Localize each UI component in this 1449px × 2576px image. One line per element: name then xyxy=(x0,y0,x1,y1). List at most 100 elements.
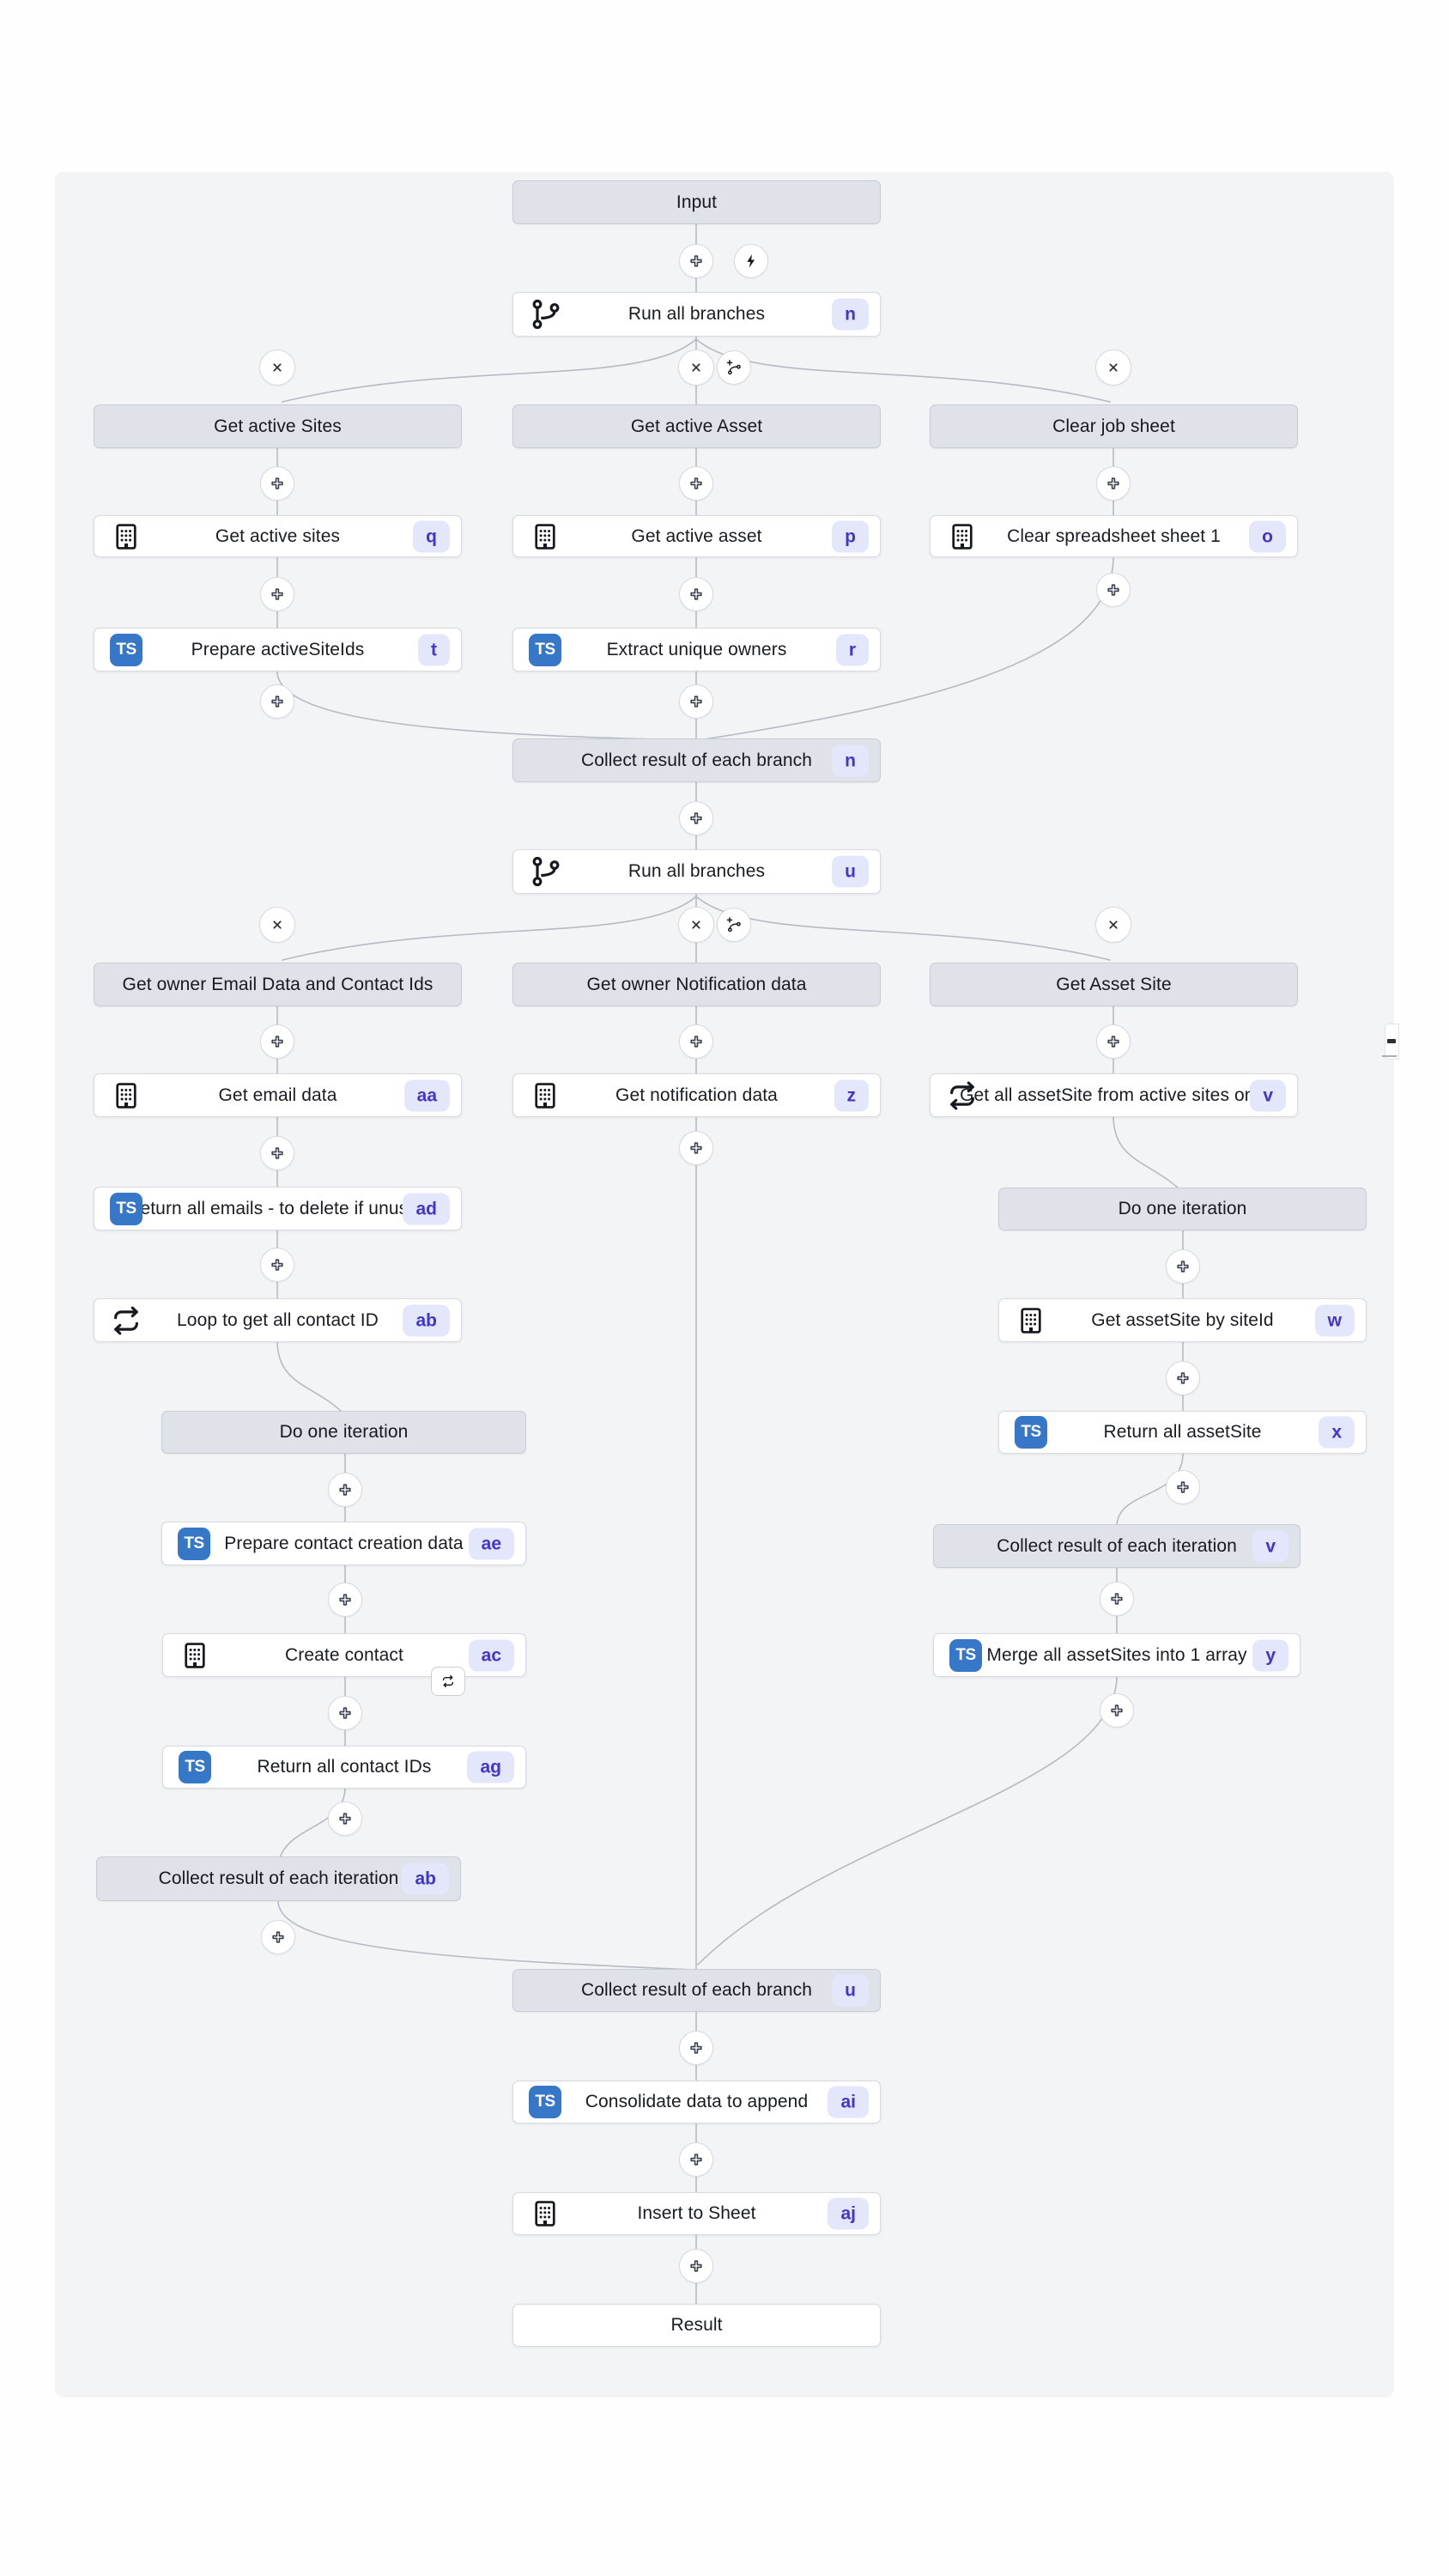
node-label: Get notification data xyxy=(615,1084,778,1105)
add-block-button[interactable] xyxy=(1096,1024,1131,1059)
node-badge: q xyxy=(413,520,450,552)
retry-icon[interactable] xyxy=(431,1667,465,1696)
delete-branch-button[interactable] xyxy=(259,349,295,386)
node-label: Loop to get all contact ID xyxy=(177,1309,379,1330)
node-label: Do one iteration xyxy=(1118,1199,1247,1218)
node-label: Prepare contact creation data xyxy=(224,1533,464,1553)
add-block-button[interactable] xyxy=(679,244,713,278)
node-hdr_do_one_right[interactable]: Do one iteration xyxy=(998,1188,1367,1230)
add-block-button[interactable] xyxy=(679,1024,713,1059)
node-badge: ae xyxy=(468,1528,514,1559)
add-block-button[interactable] xyxy=(679,684,713,719)
add-branch-button[interactable] xyxy=(717,350,751,385)
trigger-run-button[interactable] xyxy=(734,244,768,278)
node-hdr_get_active_asset[interactable]: Get active Asset xyxy=(512,404,881,448)
resource-icon xyxy=(529,2197,561,2230)
node-badge: ai xyxy=(828,2086,869,2118)
add-block-button[interactable] xyxy=(328,1801,362,1836)
code-icon: TS xyxy=(110,633,142,666)
add-block-button[interactable] xyxy=(679,577,713,611)
node-label: Clear spreadsheet sheet 1 xyxy=(1007,526,1221,546)
add-block-button[interactable] xyxy=(1166,1470,1200,1504)
add-block-button[interactable] xyxy=(260,1248,294,1282)
add-block-button[interactable] xyxy=(260,684,294,719)
delete-branch-button[interactable] xyxy=(1095,349,1131,386)
canvas-background xyxy=(55,172,1394,2397)
code-icon: TS xyxy=(1015,1416,1047,1449)
resource-icon xyxy=(179,1639,211,1672)
add-block-button[interactable] xyxy=(1096,573,1131,607)
add-block-button[interactable] xyxy=(1166,1249,1200,1284)
add-block-button[interactable] xyxy=(260,577,294,611)
delete-branch-button[interactable] xyxy=(259,907,295,943)
add-block-button[interactable] xyxy=(679,2031,713,2065)
add-block-button[interactable] xyxy=(261,1920,295,1954)
node-input[interactable]: Input xyxy=(512,180,881,224)
add-block-button[interactable] xyxy=(260,1136,294,1170)
add-block-button[interactable] xyxy=(328,1473,362,1507)
add-block-button[interactable] xyxy=(679,2142,713,2177)
add-block-button[interactable] xyxy=(1100,1582,1134,1616)
node-v_loop[interactable]: Get all assetSite from active sites only… xyxy=(930,1073,1298,1117)
add-block-button[interactable] xyxy=(260,1024,294,1059)
add-block-button[interactable] xyxy=(260,466,294,501)
plus-icon xyxy=(269,1256,286,1273)
add-block-button[interactable] xyxy=(328,1696,362,1730)
node-label: Return all contact IDs xyxy=(257,1757,432,1777)
add-block-button[interactable] xyxy=(328,1583,362,1617)
add-block-button[interactable] xyxy=(679,1131,713,1165)
close-icon xyxy=(1105,359,1122,376)
delete-branch-button[interactable] xyxy=(1095,907,1131,943)
resource-icon xyxy=(1015,1304,1047,1337)
delete-branch-button[interactable] xyxy=(678,907,714,943)
node-hdr_owner_notif[interactable]: Get owner Notification data xyxy=(512,963,881,1006)
code-icon: TS xyxy=(949,1638,982,1672)
plus-icon xyxy=(270,1929,287,1946)
node-hdr_clear_job_sheet[interactable]: Clear job sheet xyxy=(930,404,1298,448)
resource-icon xyxy=(110,520,142,553)
plus-icon xyxy=(1105,581,1122,598)
node-badge: aa xyxy=(403,1079,450,1111)
add-block-button[interactable] xyxy=(679,2249,713,2283)
node-hdr_get_asset_site[interactable]: Get Asset Site xyxy=(930,963,1298,1006)
node-hdr_do_one_left[interactable]: Do one iteration xyxy=(161,1411,526,1454)
add-block-button[interactable] xyxy=(1166,1361,1200,1395)
node-hdr_owner_email[interactable]: Get owner Email Data and Contact Ids xyxy=(94,963,462,1006)
add-branch-button[interactable] xyxy=(717,908,751,942)
add-block-button[interactable] xyxy=(1100,1693,1134,1728)
plus-icon xyxy=(688,2257,705,2275)
delete-branch-button[interactable] xyxy=(678,349,714,386)
node-label: Consolidate data to append xyxy=(585,2092,809,2111)
node-result[interactable]: Result xyxy=(512,2304,881,2347)
add-block-button[interactable] xyxy=(1096,466,1131,501)
node-label: Get owner Email Data and Contact Ids xyxy=(122,974,433,994)
add-block-button[interactable] xyxy=(679,801,713,835)
node-hdr_get_active_sites[interactable]: Get active Sites xyxy=(94,404,462,448)
branch-icon xyxy=(529,854,563,889)
add-block-button[interactable] xyxy=(679,466,713,501)
